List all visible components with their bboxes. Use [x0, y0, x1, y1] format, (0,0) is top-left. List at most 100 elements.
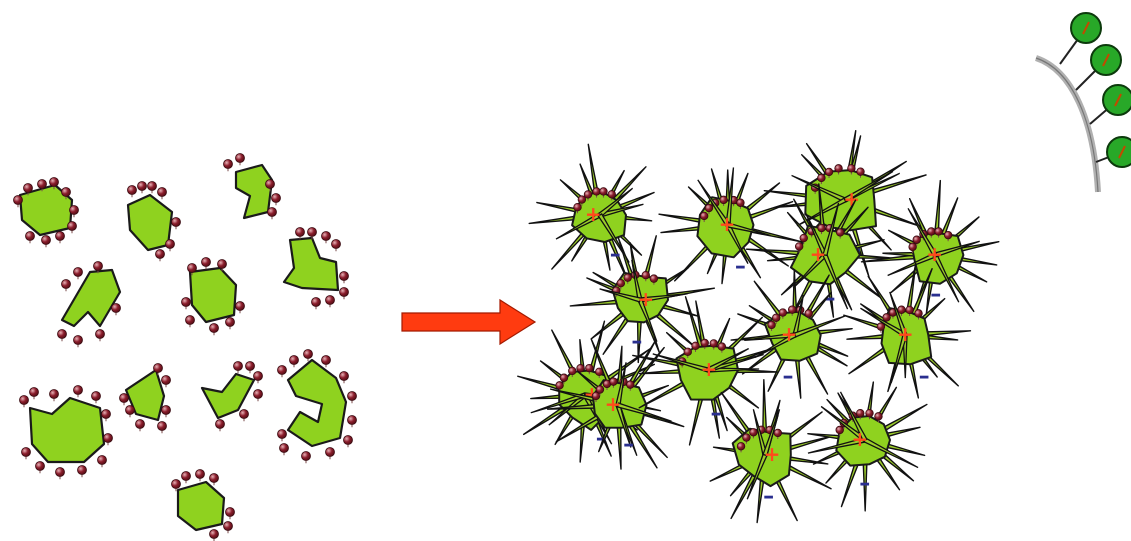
bead: [322, 356, 331, 365]
coated-particle: [182, 258, 245, 336]
membrane-with-beads-group: [1036, 13, 1131, 192]
negative-charge: –: [610, 242, 621, 267]
bead: [848, 165, 856, 173]
negative-charge: –: [735, 254, 746, 279]
bead: [772, 314, 780, 322]
bead: [308, 228, 317, 237]
bead: [30, 388, 39, 397]
bead: [913, 236, 921, 244]
spiked-particle: +–: [659, 167, 802, 283]
bead: [74, 268, 83, 277]
bead: [226, 318, 235, 327]
bead: [574, 203, 582, 211]
negative-charge: –: [763, 484, 774, 509]
bead: [857, 168, 865, 176]
bead: [148, 182, 157, 191]
bead: [856, 409, 864, 417]
negative-charge: –: [919, 364, 930, 389]
bead: [626, 381, 634, 389]
bead: [556, 382, 564, 390]
bead: [278, 366, 287, 375]
bead: [290, 356, 299, 365]
bead: [608, 191, 616, 199]
bead: [596, 386, 604, 394]
bead: [278, 430, 287, 439]
bead: [128, 186, 137, 195]
spiked-particle: +–: [529, 144, 654, 283]
bead: [935, 228, 943, 236]
bead: [268, 208, 277, 217]
negative-charge: –: [631, 329, 642, 354]
transition-arrow-group: [402, 300, 535, 344]
bead: [24, 184, 33, 193]
bead: [915, 310, 923, 318]
bead: [92, 392, 101, 401]
bead: [182, 472, 191, 481]
bead: [36, 462, 45, 471]
coated-particle: [14, 178, 79, 248]
bead: [50, 390, 59, 399]
bead: [586, 364, 594, 372]
bead: [737, 199, 745, 207]
bead: [788, 306, 796, 314]
bead: [568, 367, 576, 375]
bead: [56, 468, 65, 477]
bead: [718, 343, 726, 351]
bead: [162, 376, 171, 385]
bead: [210, 474, 219, 483]
bead: [805, 310, 813, 318]
bead: [610, 378, 618, 386]
bead: [218, 260, 227, 269]
spiked-particle: +–: [808, 382, 927, 511]
bead: [593, 188, 601, 196]
particle-body: [178, 482, 224, 530]
positive-charge: +: [764, 442, 781, 466]
coated-particle: [120, 364, 171, 434]
bead: [340, 288, 349, 297]
bead: [866, 409, 874, 417]
bead: [102, 410, 111, 419]
bead: [560, 374, 568, 382]
bead: [710, 340, 718, 348]
bead: [348, 416, 357, 425]
bead: [768, 321, 776, 329]
coated-particle: [20, 386, 113, 480]
positive-charge: +: [605, 392, 622, 416]
bead: [14, 196, 23, 205]
positive-charge: +: [852, 427, 869, 451]
bead: [835, 165, 843, 173]
bead: [42, 236, 51, 245]
particle-body: [284, 238, 338, 290]
bead: [94, 262, 103, 271]
bead: [236, 154, 245, 163]
bead: [332, 240, 341, 249]
bead: [818, 174, 826, 182]
bead: [70, 206, 79, 215]
bead: [836, 426, 844, 434]
bead: [836, 229, 844, 237]
bead: [236, 302, 245, 311]
bead: [818, 224, 826, 232]
bead: [737, 442, 745, 450]
coated-particle: [284, 228, 349, 310]
bead: [650, 275, 658, 283]
bead: [743, 434, 751, 442]
bead: [825, 168, 833, 176]
bead: [280, 444, 289, 453]
bead: [166, 240, 175, 249]
green-bead: [1107, 137, 1131, 167]
bead: [226, 508, 235, 517]
bead: [56, 232, 65, 241]
bead: [795, 243, 803, 251]
bead: [272, 194, 281, 203]
bead: [701, 339, 709, 347]
bead: [234, 362, 243, 371]
positive-charge: +: [637, 287, 654, 311]
bead: [158, 422, 167, 431]
bead: [154, 364, 163, 373]
particle-body: [190, 268, 236, 322]
bead: [96, 330, 105, 339]
bead: [944, 231, 952, 239]
bead: [210, 324, 219, 333]
bead: [340, 272, 349, 281]
